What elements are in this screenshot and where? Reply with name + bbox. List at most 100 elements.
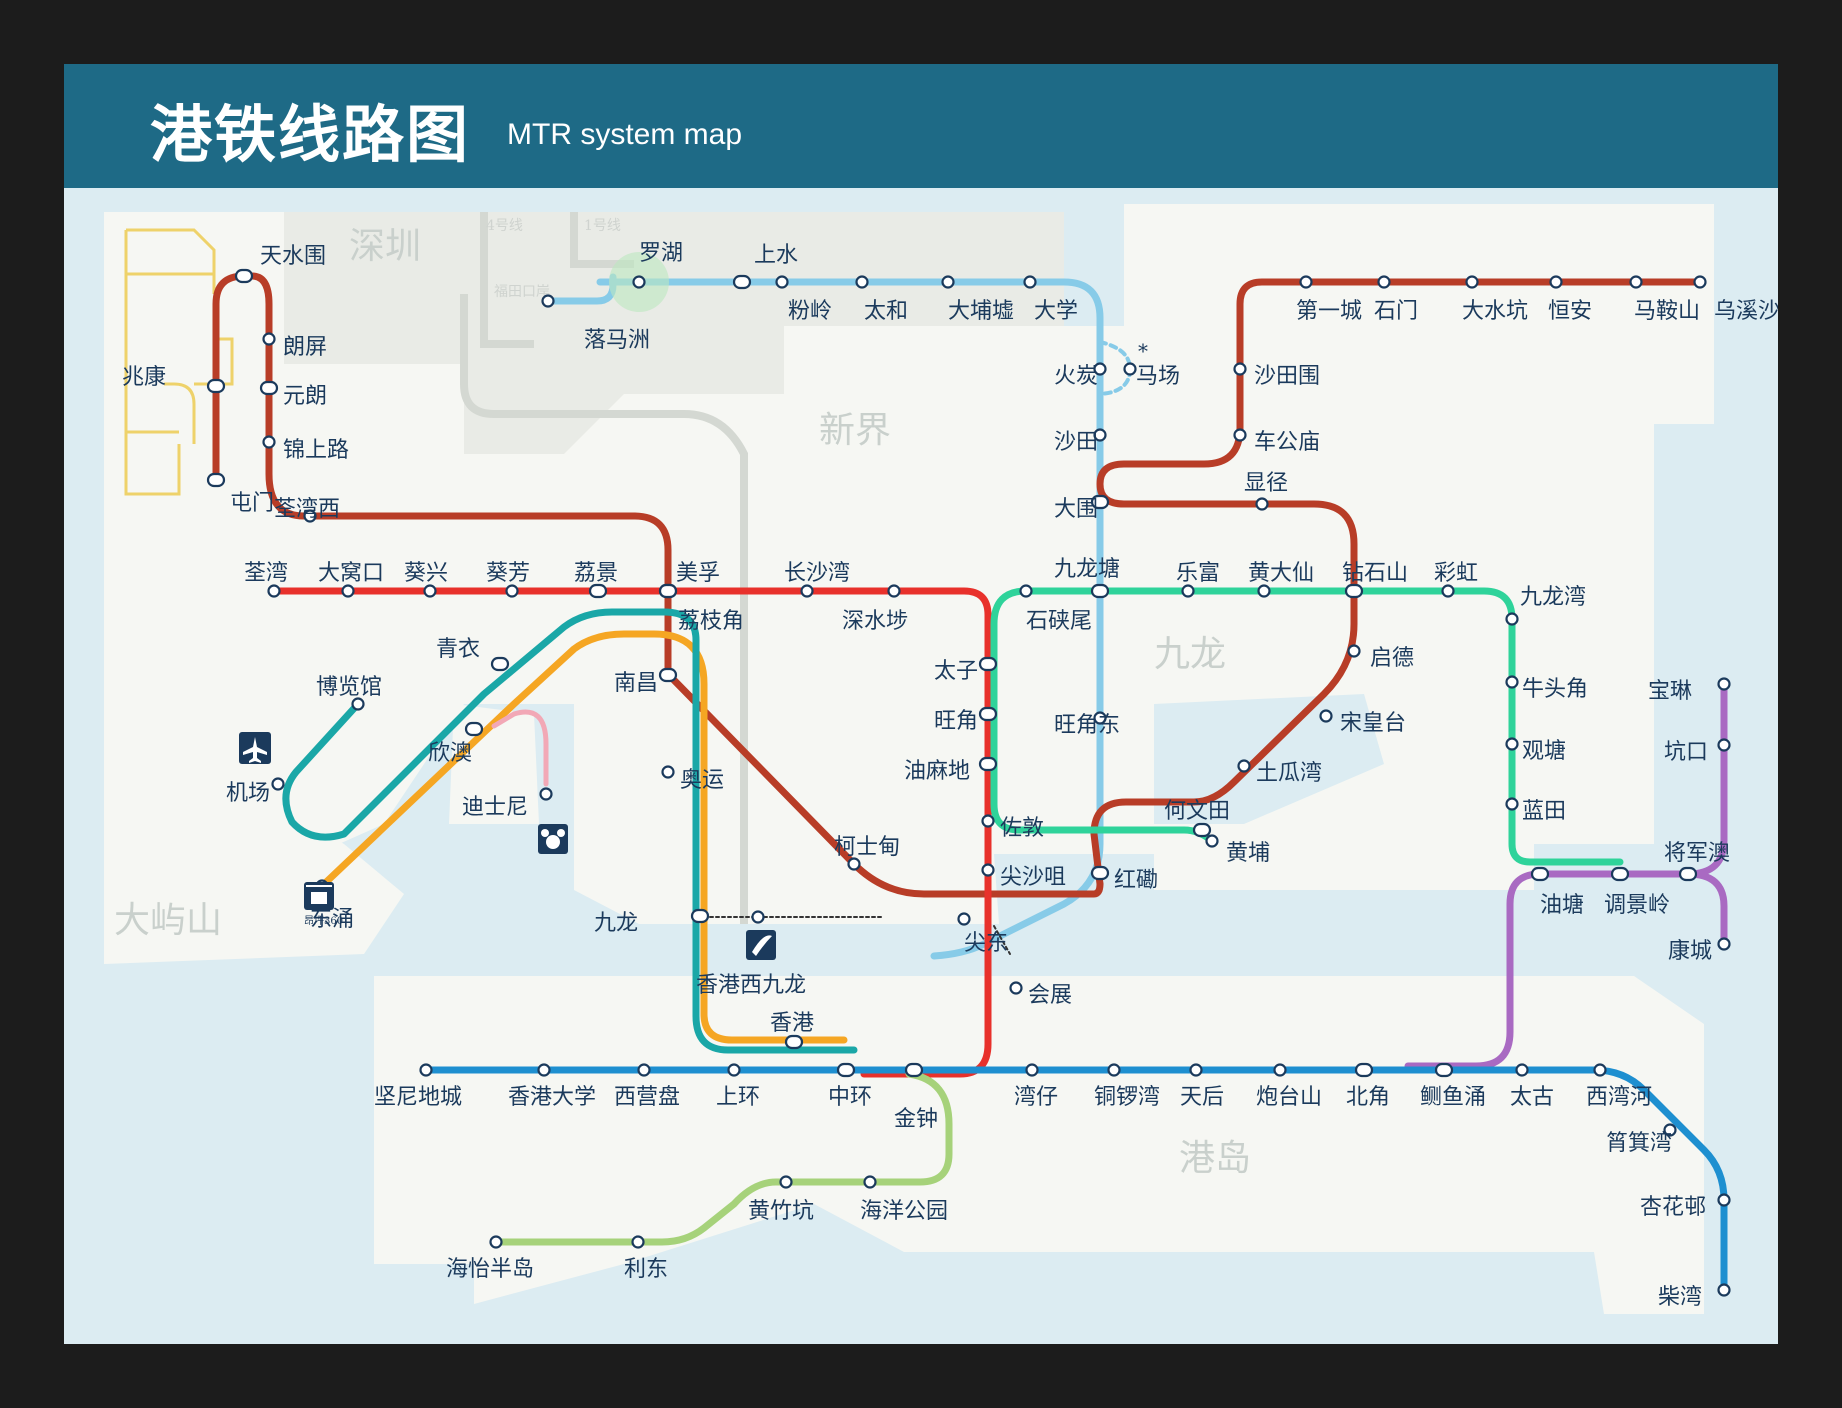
station-marker[interactable]	[1441, 584, 1455, 598]
station-marker[interactable]	[1693, 275, 1707, 289]
station-marker[interactable]	[732, 274, 752, 290]
station-marker[interactable]	[505, 584, 519, 598]
station-bolanguan[interactable]: 博览馆	[316, 675, 382, 711]
station-marker[interactable]	[847, 857, 861, 871]
station-shangshui[interactable]: 上水	[732, 243, 798, 290]
station-marker[interactable]	[690, 908, 710, 924]
station-marker[interactable]	[588, 583, 608, 599]
station-zhonghuan[interactable]: 中环	[828, 1062, 872, 1110]
station-tiaojingling[interactable]: 调景岭	[1604, 866, 1670, 918]
station-zuodun[interactable]: 佐敦	[981, 814, 1045, 842]
station-marker[interactable]	[1189, 1063, 1203, 1077]
station-marker[interactable]	[1678, 866, 1698, 882]
station-marker[interactable]	[1192, 822, 1212, 838]
station-marker[interactable]	[206, 378, 226, 394]
station-marker[interactable]	[1717, 738, 1731, 752]
station-maanshan[interactable]: 马鞍山	[1629, 275, 1701, 325]
station-jiulongtang[interactable]: 九龙塘	[1054, 557, 1120, 599]
station-marker[interactable]	[1123, 362, 1137, 376]
station-luomazhou[interactable]: 落马洲	[541, 294, 651, 354]
station-marker[interactable]	[981, 814, 995, 828]
station-marker[interactable]	[1377, 275, 1391, 289]
station-marker[interactable]	[1255, 497, 1269, 511]
station-marker[interactable]	[1299, 275, 1313, 289]
station-marker[interactable]	[661, 765, 675, 779]
station-huangzhukeng[interactable]: 黄竹坑	[748, 1175, 814, 1225]
station-taihe[interactable]: 太和	[855, 275, 909, 325]
station-marker[interactable]	[632, 275, 646, 289]
station-shatian[interactable]: 沙田	[1054, 428, 1107, 456]
station-dawei[interactable]: 大围	[1054, 494, 1110, 522]
station-marker[interactable]	[637, 1063, 651, 1077]
station-lidong[interactable]: 利东	[624, 1235, 668, 1283]
station-tianshuiwei[interactable]: 天水围	[234, 244, 326, 284]
station-jiannidicheng[interactable]: 坚尼地城	[374, 1063, 462, 1111]
station-marker[interactable]	[800, 584, 814, 598]
station-jiulongwan[interactable]: 九龙湾	[1505, 585, 1587, 626]
station-marker[interactable]	[541, 294, 555, 308]
station-caihong[interactable]: 彩虹	[1434, 561, 1478, 598]
station-xianjing[interactable]: 显径	[1244, 471, 1288, 511]
station-marker[interactable]	[1717, 1193, 1731, 1207]
station-marker[interactable]	[978, 656, 998, 672]
station-lijing[interactable]: 荔景	[574, 561, 618, 599]
station-daxue[interactable]: 大学	[1023, 275, 1079, 325]
station-tuguawan[interactable]: 土瓜湾	[1237, 759, 1323, 787]
station-beijiao[interactable]: 北角	[1346, 1062, 1390, 1110]
station-marker[interactable]	[267, 584, 281, 598]
station-marker[interactable]	[464, 721, 484, 737]
station-hewentian[interactable]: 何文田	[1164, 799, 1230, 838]
station-marker[interactable]	[489, 1235, 503, 1249]
station-marker[interactable]	[1093, 711, 1107, 725]
station-marker[interactable]	[1354, 1062, 1374, 1078]
station-marker[interactable]	[1025, 1063, 1039, 1077]
station-marker[interactable]	[1515, 1063, 1529, 1077]
station-marker[interactable]	[1663, 1123, 1677, 1137]
station-marker[interactable]	[1107, 1063, 1121, 1077]
station-marker[interactable]	[1090, 583, 1110, 599]
station-jiulong[interactable]: 九龙	[594, 908, 710, 936]
station-marker[interactable]	[1093, 362, 1107, 376]
station-marker[interactable]	[539, 787, 553, 801]
station-marker[interactable]	[1233, 428, 1247, 442]
station-marker[interactable]	[1434, 1062, 1454, 1078]
station-huangpu[interactable]: 黄埔	[1205, 834, 1271, 867]
station-zuanshishan[interactable]: 钻石山	[1342, 561, 1408, 599]
station-diyicheng[interactable]: 第一城	[1296, 275, 1362, 325]
station-yuanlang[interactable]: 元朗	[259, 380, 327, 409]
station-marker[interactable]	[1530, 866, 1550, 882]
station-dapuxu[interactable]: 大埔墟	[941, 275, 1015, 325]
station-marker[interactable]	[957, 912, 971, 926]
station-shixiawei[interactable]: 石硖尾	[1019, 584, 1093, 635]
station-taigu[interactable]: 太古	[1510, 1063, 1554, 1111]
station-marker[interactable]	[1023, 275, 1037, 289]
station-wangjiao[interactable]: 旺角	[934, 706, 998, 734]
station-xiyingpan[interactable]: 西营盘	[614, 1063, 680, 1111]
station-marker[interactable]	[1347, 644, 1361, 658]
station-marker[interactable]	[727, 1063, 741, 1077]
station-jinzhong[interactable]: 金钟	[894, 1062, 938, 1132]
station-marker[interactable]	[941, 275, 955, 289]
station-marker[interactable]	[887, 584, 901, 598]
station-marker[interactable]	[262, 332, 276, 346]
station-huizhan[interactable]: 会展	[1009, 981, 1073, 1009]
station-qingyi[interactable]: 青衣	[436, 637, 510, 672]
station-wuxisha[interactable]: 乌溪沙	[1693, 275, 1779, 325]
station-marker[interactable]	[863, 1175, 877, 1189]
station-marker[interactable]	[537, 1063, 551, 1077]
station-marker[interactable]	[1717, 1283, 1731, 1297]
station-chegongmiao[interactable]: 车公庙	[1233, 428, 1321, 456]
station-marker[interactable]	[303, 509, 317, 523]
station-xiwanhe[interactable]: 西湾河	[1586, 1063, 1652, 1111]
station-hengan[interactable]: 恒安	[1548, 275, 1592, 325]
station-marker[interactable]	[978, 706, 998, 722]
station-zeiyuchong[interactable]: 鲗鱼涌	[1420, 1062, 1486, 1110]
station-marker[interactable]	[490, 656, 510, 672]
station-marker[interactable]	[775, 275, 789, 289]
station-marker[interactable]	[981, 863, 995, 877]
station-kuixing[interactable]: 葵兴	[404, 561, 448, 598]
station-marker[interactable]	[658, 583, 678, 599]
station-jianshaju[interactable]: 尖沙咀	[981, 863, 1067, 891]
station-marker[interactable]	[1181, 584, 1195, 598]
station-niutoujiao[interactable]: 牛头角	[1505, 675, 1589, 703]
